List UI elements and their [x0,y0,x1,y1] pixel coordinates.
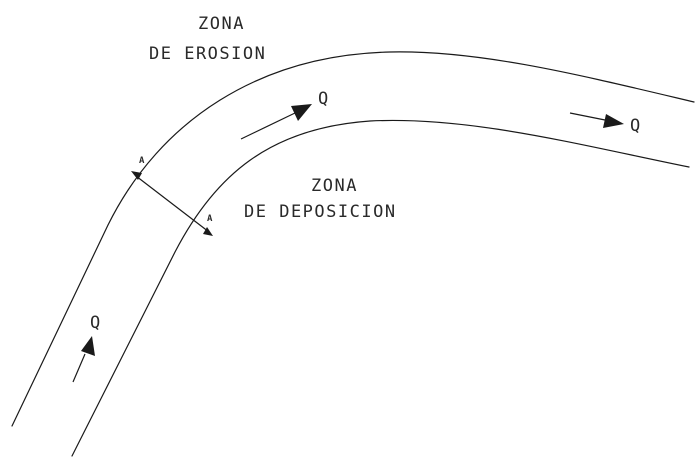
flow-arrow-middle-shaft [240,112,296,140]
deposition-zone-line-2: DE DEPOSICION [244,202,397,222]
erosion-zone-label: ZONA DE EROSION [149,14,266,64]
section-label-a-bottom: A [207,214,214,224]
section-a-marker-top [131,171,142,180]
erosion-zone-line-2: DE EROSION [149,44,266,64]
erosion-zone-line-1: ZONA [198,14,245,34]
deposition-zone-line-1: ZONA [311,176,358,196]
section-a-a-line [135,175,210,233]
flow-arrow-right-head [603,114,624,128]
inner-bank-line [71,119,690,457]
section-a-marker-bottom [203,227,213,236]
flow-arrow-lower-shaft [72,353,86,383]
flow-arrow-lower-head [81,336,95,356]
flow-label-right: Q [630,116,642,136]
flow-arrow-right-shaft [569,112,606,121]
flow-label-lower: Q [90,313,102,333]
deposition-zone-label: ZONA DE DEPOSICION [244,176,397,222]
flow-label-middle: Q [318,89,330,109]
section-label-a-top: A [139,156,146,166]
flow-arrow-middle-head [291,104,312,121]
outer-bank-line [11,51,695,427]
